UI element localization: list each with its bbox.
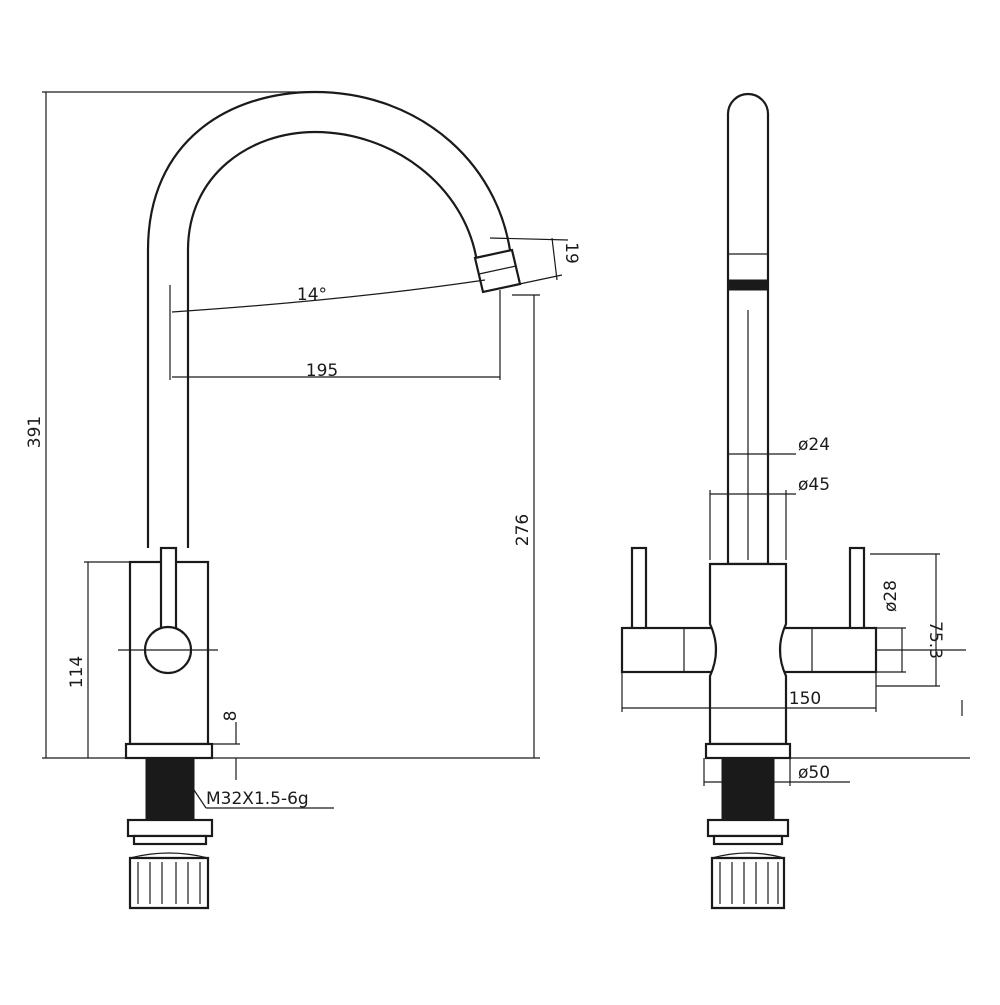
side-fitting-top (129, 852, 209, 859)
side-fitting-collar (132, 834, 208, 846)
dim-14deg-label: 14° (297, 285, 327, 305)
thread-label: M32X1.5-6g (206, 789, 309, 809)
dim-d45-label: ø45 (798, 475, 830, 495)
side-dimensions: 391 114 14° 19 195 276 8 M32X1.5-6g (25, 91, 581, 809)
side-fitting-body (128, 856, 210, 910)
front-fitting-collar (712, 834, 784, 846)
dim-19-line (551, 237, 558, 281)
dim-19-ext-top (489, 237, 569, 241)
dim-d28-label: ø28 (881, 580, 901, 612)
side-thread (145, 757, 195, 821)
front-left-lever (630, 546, 648, 632)
front-right-handle (778, 626, 878, 674)
side-outlet-line (478, 265, 517, 275)
front-right-lever (848, 546, 866, 632)
dim-14deg-arc (171, 279, 486, 313)
dim-19-label: 19 (561, 242, 581, 264)
side-spout-inner (186, 130, 479, 548)
front-aerator-band (727, 279, 769, 291)
front-nut (706, 818, 790, 838)
front-view (620, 92, 878, 910)
side-base-flange (124, 742, 214, 760)
front-left-handle (620, 626, 718, 674)
dim-8-label: 8 (221, 711, 241, 722)
front-fitting-body (710, 856, 786, 910)
dim-114-label: 114 (67, 656, 87, 688)
dim-195-label: 195 (306, 361, 338, 381)
front-fitting-top (711, 852, 785, 859)
dim-75-label: 75.3 (925, 621, 945, 659)
dim-19-ext-bottom (509, 274, 563, 287)
thread-leader (193, 789, 207, 809)
front-base-flange (704, 742, 792, 760)
side-spout-outer (146, 90, 514, 548)
side-nut (126, 818, 214, 838)
side-view (118, 90, 522, 910)
front-thread (721, 757, 775, 821)
dim-391-label: 391 (25, 416, 45, 448)
front-dimensions: ø24 ø45 ø28 75.3 150 ø50 (621, 310, 970, 786)
dim-150-label: 150 (789, 689, 821, 709)
front-body (708, 562, 788, 746)
dim-d50-label: ø50 (798, 763, 830, 783)
dim-d24-label: ø24 (798, 435, 830, 455)
dim-276-label: 276 (513, 514, 533, 546)
